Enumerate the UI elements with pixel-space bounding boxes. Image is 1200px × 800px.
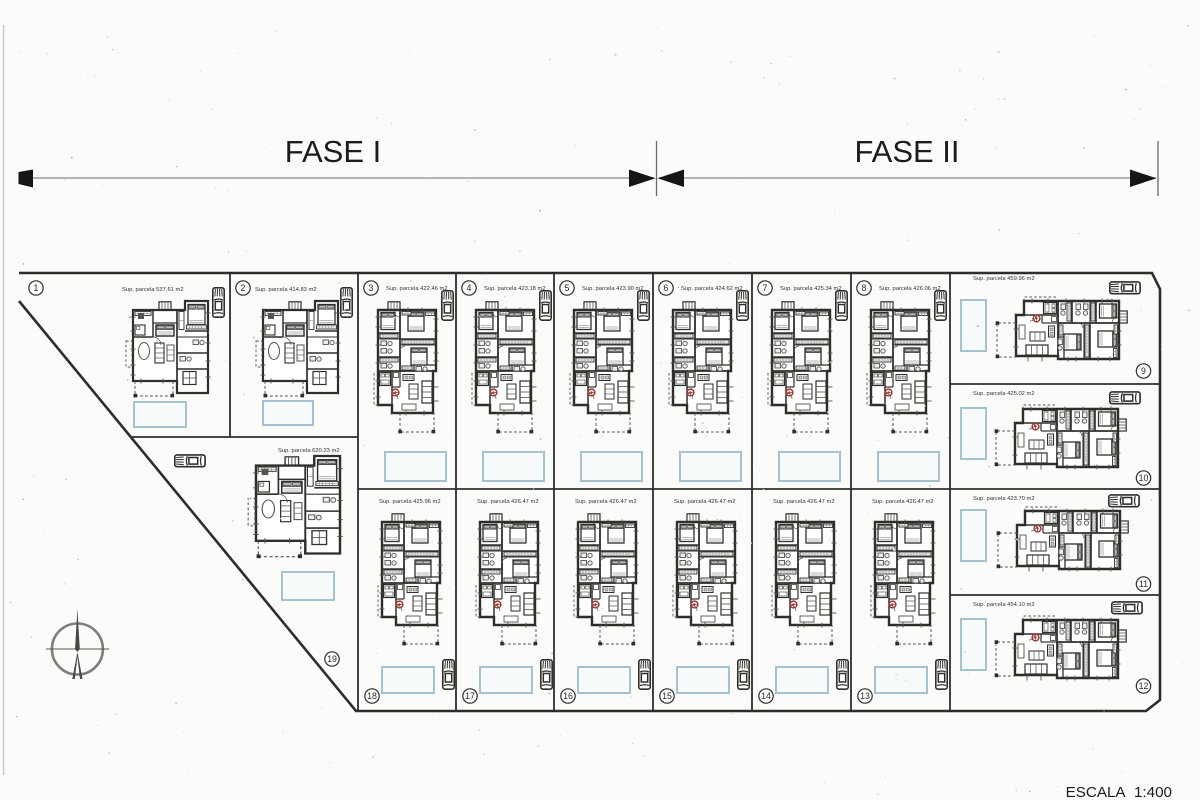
svg-text:Sup. parcela 459.96 m2: Sup. parcela 459.96 m2 bbox=[973, 276, 1035, 282]
svg-text:ESCALA 1:400: ESCALA 1:400 bbox=[1066, 784, 1172, 800]
svg-text:Sup. parcela 426.47 m2: Sup. parcela 426.47 m2 bbox=[674, 499, 736, 505]
svg-text:Sup. parcela 425.02 m2: Sup. parcela 425.02 m2 bbox=[973, 391, 1035, 397]
svg-text:Sup. parcela 537.61 m2: Sup. parcela 537.61 m2 bbox=[122, 287, 184, 293]
svg-text:Sup. parcela 426.06 m2: Sup. parcela 426.06 m2 bbox=[879, 286, 941, 292]
svg-text:10: 10 bbox=[1139, 473, 1149, 483]
svg-text:2: 2 bbox=[241, 283, 246, 293]
svg-text:3: 3 bbox=[369, 283, 374, 293]
svg-text:Sup. parcela 426.47 m2: Sup. parcela 426.47 m2 bbox=[477, 499, 539, 505]
svg-text:18: 18 bbox=[367, 691, 377, 701]
svg-text:15: 15 bbox=[662, 691, 672, 701]
svg-text:1: 1 bbox=[34, 283, 39, 293]
svg-text:Sup. parcela 414.83 m2: Sup. parcela 414.83 m2 bbox=[255, 287, 317, 293]
svg-text:14: 14 bbox=[761, 691, 771, 701]
svg-text:13: 13 bbox=[860, 691, 870, 701]
svg-text:7: 7 bbox=[763, 283, 768, 293]
svg-text:16: 16 bbox=[563, 691, 573, 701]
svg-text:Sup. parcela 426.47 m2: Sup. parcela 426.47 m2 bbox=[773, 499, 835, 505]
svg-text:Sup. parcela 425.34 m2: Sup. parcela 425.34 m2 bbox=[780, 286, 842, 292]
svg-text:Sup. parcela 425.96 m2: Sup. parcela 425.96 m2 bbox=[379, 499, 441, 505]
svg-text:Sup. parcela 423.90 m2: Sup. parcela 423.90 m2 bbox=[582, 286, 644, 292]
svg-text:Sup. parcela 454.10 m2: Sup. parcela 454.10 m2 bbox=[973, 602, 1035, 608]
svg-text:19: 19 bbox=[327, 654, 337, 664]
svg-text:Sup. parcela 426.47 m2: Sup. parcela 426.47 m2 bbox=[872, 499, 934, 505]
svg-text:9: 9 bbox=[1141, 366, 1146, 376]
svg-text:Sup. parcela 426.47 m2: Sup. parcela 426.47 m2 bbox=[575, 499, 637, 505]
svg-text:Sup. parcela 422.46 m2: Sup. parcela 422.46 m2 bbox=[386, 286, 448, 292]
svg-text:11: 11 bbox=[1139, 579, 1148, 589]
svg-text:4: 4 bbox=[467, 283, 472, 293]
svg-text:FASE II: FASE II bbox=[854, 134, 959, 169]
svg-text:6: 6 bbox=[664, 283, 669, 293]
svg-text:FASE I: FASE I bbox=[285, 134, 381, 169]
svg-text:5: 5 bbox=[565, 283, 570, 293]
svg-text:Sup. parcela 424.62 m2: Sup. parcela 424.62 m2 bbox=[681, 286, 743, 292]
svg-text:Sup. parcela 620.23 m2: Sup. parcela 620.23 m2 bbox=[278, 448, 340, 454]
svg-text:8: 8 bbox=[862, 283, 867, 293]
svg-text:12: 12 bbox=[1139, 681, 1149, 691]
svg-text:Sup. parcela 423.18 m2: Sup. parcela 423.18 m2 bbox=[484, 286, 546, 292]
svg-text:17: 17 bbox=[465, 691, 475, 701]
svg-text:Sup. parcela 423.70 m2: Sup. parcela 423.70 m2 bbox=[973, 496, 1035, 502]
